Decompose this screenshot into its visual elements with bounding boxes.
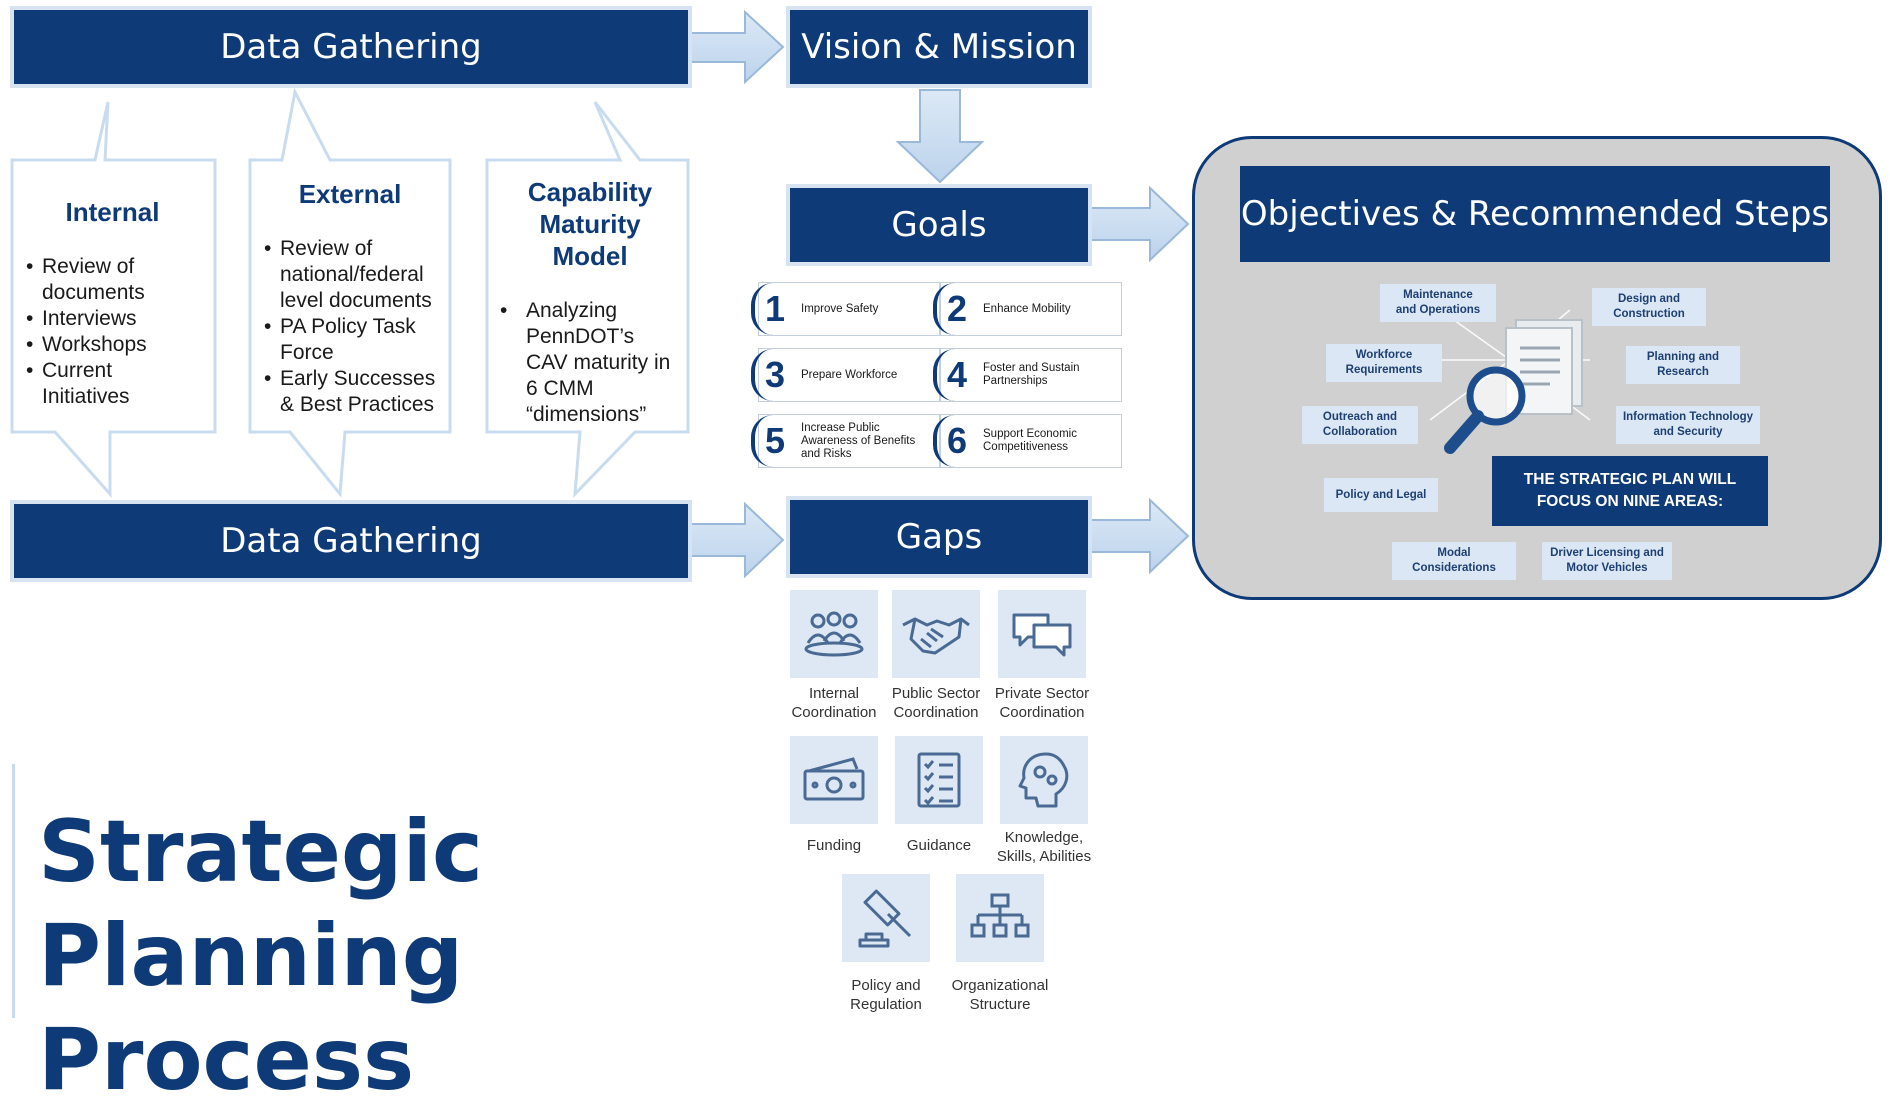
vision-mission-box: Vision & Mission	[790, 10, 1088, 84]
gap-tile-knowledge	[1000, 736, 1088, 824]
goal-label: Increase Public Awareness of Benefits an…	[801, 421, 916, 460]
data-gathering-bottom-label: Data Gathering	[220, 521, 482, 561]
list-item: Analyzing PennDOT’s CAV maturity in 6 CM…	[500, 298, 680, 428]
goals-box: Goals	[790, 188, 1088, 262]
arrow-down-vision-goals	[895, 89, 985, 184]
gap-tile-funding	[790, 736, 878, 824]
goal-number: 4	[933, 349, 977, 401]
gap-label-knowledge: Knowledge, Skills, Abilities	[996, 829, 1092, 865]
magnifier-document-icon	[1429, 309, 1591, 454]
vision-mission-label: Vision & Mission	[801, 27, 1077, 67]
gap-tile-internal-coordination	[790, 590, 878, 678]
cmm-title: Capability Maturity Model	[527, 177, 653, 271]
arrow-right-goals	[1089, 185, 1190, 263]
gap-tile-public-sector	[892, 590, 980, 678]
gap-label-guidance: Guidance	[906, 837, 972, 854]
money-icon	[803, 757, 865, 801]
gap-tile-private-sector	[998, 590, 1086, 678]
external-title: External	[298, 179, 402, 209]
gap-label-funding: Funding	[806, 837, 862, 854]
gaps-label: Gaps	[895, 517, 983, 557]
list-item: Review of national/federal level documen…	[264, 236, 444, 314]
speech-bubbles-icon	[1012, 613, 1072, 657]
goal-label: Enhance Mobility	[983, 302, 1071, 315]
data-gathering-top-label: Data Gathering	[220, 27, 482, 67]
objectives-title-box: Objectives & Recommended Steps	[1240, 166, 1830, 262]
goal-1: 1 Improve Safety	[751, 282, 940, 336]
goals-label: Goals	[891, 205, 987, 245]
checklist-icon	[917, 752, 961, 808]
gap-label-organizational: Organizational Structure	[951, 977, 1049, 1013]
list-item: Review of documents	[26, 254, 186, 306]
gap-label-policy-regulation: Policy and Regulation	[850, 977, 922, 1013]
head-gears-icon	[1018, 752, 1069, 808]
area-policy-legal: Policy and Legal	[1324, 478, 1438, 512]
internal-list: Review of documents Interviews Workshops…	[26, 254, 186, 410]
external-list: Review of national/federal level documen…	[264, 236, 444, 418]
page-title-rule	[12, 764, 15, 1018]
gaps-box: Gaps	[790, 500, 1088, 574]
goal-6: 6 Support Economic Competitiveness	[933, 414, 1122, 468]
people-meeting-icon	[804, 611, 864, 657]
goal-number: 1	[751, 283, 795, 335]
nine-areas-heading: THE STRATEGIC PLAN WILL FOCUS ON NINE AR…	[1492, 456, 1768, 526]
goal-label: Support Economic Competitiveness	[983, 428, 1077, 453]
list-item: Interviews	[26, 306, 186, 332]
arrow-right-bottom	[689, 501, 785, 579]
org-chart-icon	[970, 893, 1030, 938]
goal-number: 5	[751, 415, 795, 467]
goal-4: 4 Foster and Sustain Partnerships	[933, 348, 1122, 402]
cmm-list: Analyzing PennDOT’s CAV maturity in 6 CM…	[500, 298, 680, 428]
goal-number: 3	[751, 349, 795, 401]
page-title: Strategic Planning Process	[38, 802, 483, 1110]
data-gathering-top-bar: Data Gathering	[14, 10, 688, 84]
list-item: Workshops	[26, 332, 186, 358]
goal-2: 2 Enhance Mobility	[933, 282, 1122, 336]
goal-label: Improve Safety	[801, 302, 879, 315]
internal-title: Internal	[65, 197, 160, 227]
goal-number: 6	[933, 415, 977, 467]
objectives-title-label: Objectives & Recommended Steps	[1240, 194, 1830, 234]
goal-label: Foster and Sustain Partnerships	[983, 362, 1080, 387]
gap-tile-policy-regulation	[842, 874, 930, 962]
gavel-icon	[858, 889, 912, 948]
list-item: Current Initiatives	[26, 358, 186, 410]
goal-5: 5 Increase Public Awareness of Benefits …	[751, 414, 940, 468]
arrow-right-top	[689, 9, 785, 85]
gap-label-public-sector: Public Sector Coordination	[891, 685, 981, 721]
list-item: PA Policy Task Force	[264, 314, 444, 366]
list-item: Early Successes & Best Practices	[264, 366, 444, 418]
handshake-icon	[902, 617, 970, 655]
goal-label: Prepare Workforce	[801, 368, 898, 381]
data-gathering-bottom-bar: Data Gathering	[14, 504, 688, 578]
arrow-right-gaps	[1089, 497, 1190, 575]
gap-tile-guidance	[895, 736, 983, 824]
gap-tile-organizational	[956, 874, 1044, 962]
goal-number: 2	[933, 283, 977, 335]
gap-label-private-sector: Private Sector Coordination	[994, 685, 1090, 721]
gap-label-internal-coordination: Internal Coordination	[791, 685, 877, 721]
goal-3: 3 Prepare Workforce	[751, 348, 940, 402]
